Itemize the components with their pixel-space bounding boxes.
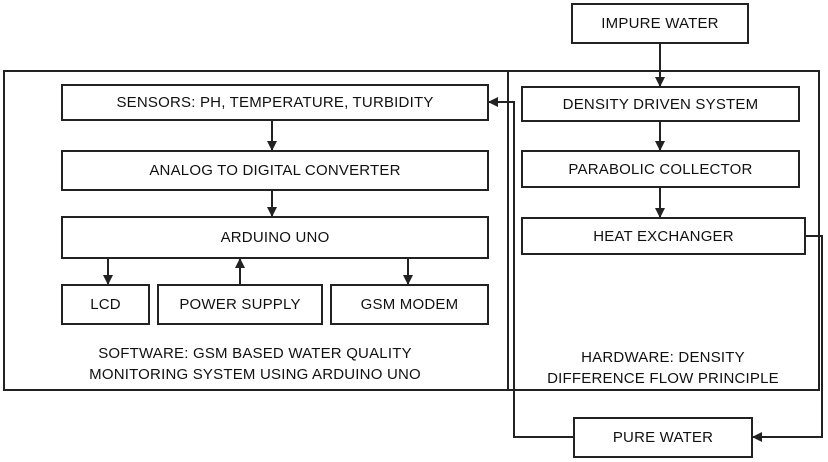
sensors-box: SENSORS: PH, TEMPERATURE, TURBIDITY bbox=[61, 84, 489, 121]
software-caption-line2: MONITORING SYSTEM USING ARDUINO UNO bbox=[89, 366, 421, 383]
gsm-modem-label: GSM MODEM bbox=[360, 296, 459, 313]
impure-water-label: IMPURE WATER bbox=[601, 15, 719, 32]
hardware-caption-line1: HARDWARE: DENSITY bbox=[581, 349, 745, 366]
arduino-uno-label: ARDUINO UNO bbox=[220, 229, 330, 246]
adc-label: ANALOG TO DIGITAL CONVERTER bbox=[149, 162, 401, 179]
parabolic-collector-box: PARABOLIC COLLECTOR bbox=[521, 150, 800, 188]
lcd-label: LCD bbox=[90, 296, 121, 313]
adc-box: ANALOG TO DIGITAL CONVERTER bbox=[61, 150, 489, 191]
software-caption-line1: SOFTWARE: GSM BASED WATER QUALITY bbox=[98, 345, 412, 362]
density-driven-system-label: DENSITY DRIVEN SYSTEM bbox=[562, 95, 759, 113]
heat-exchanger-label: HEAT EXCHANGER bbox=[593, 227, 734, 245]
parabolic-collector-label: PARABOLIC COLLECTOR bbox=[568, 160, 753, 178]
power-supply-label: POWER SUPPLY bbox=[179, 296, 301, 313]
hardware-caption: HARDWARE: DENSITY DIFFERENCE FLOW PRINCI… bbox=[518, 347, 808, 389]
lcd-box: LCD bbox=[61, 284, 150, 325]
pure-water-box: PURE WATER bbox=[573, 417, 753, 458]
gsm-modem-box: GSM MODEM bbox=[330, 284, 489, 325]
hardware-caption-line2: DIFFERENCE FLOW PRINCIPLE bbox=[547, 370, 779, 387]
pure-water-label: PURE WATER bbox=[612, 429, 714, 446]
software-caption: SOFTWARE: GSM BASED WATER QUALITY MONITO… bbox=[30, 343, 480, 385]
heat-exchanger-box: HEAT EXCHANGER bbox=[521, 217, 806, 255]
impure-water-box: IMPURE WATER bbox=[571, 3, 749, 44]
arduino-uno-box: ARDUINO UNO bbox=[61, 216, 489, 259]
power-supply-box: POWER SUPPLY bbox=[157, 284, 323, 325]
sensors-label: SENSORS: PH, TEMPERATURE, TURBIDITY bbox=[116, 94, 434, 111]
density-driven-system-box: DENSITY DRIVEN SYSTEM bbox=[521, 86, 800, 122]
